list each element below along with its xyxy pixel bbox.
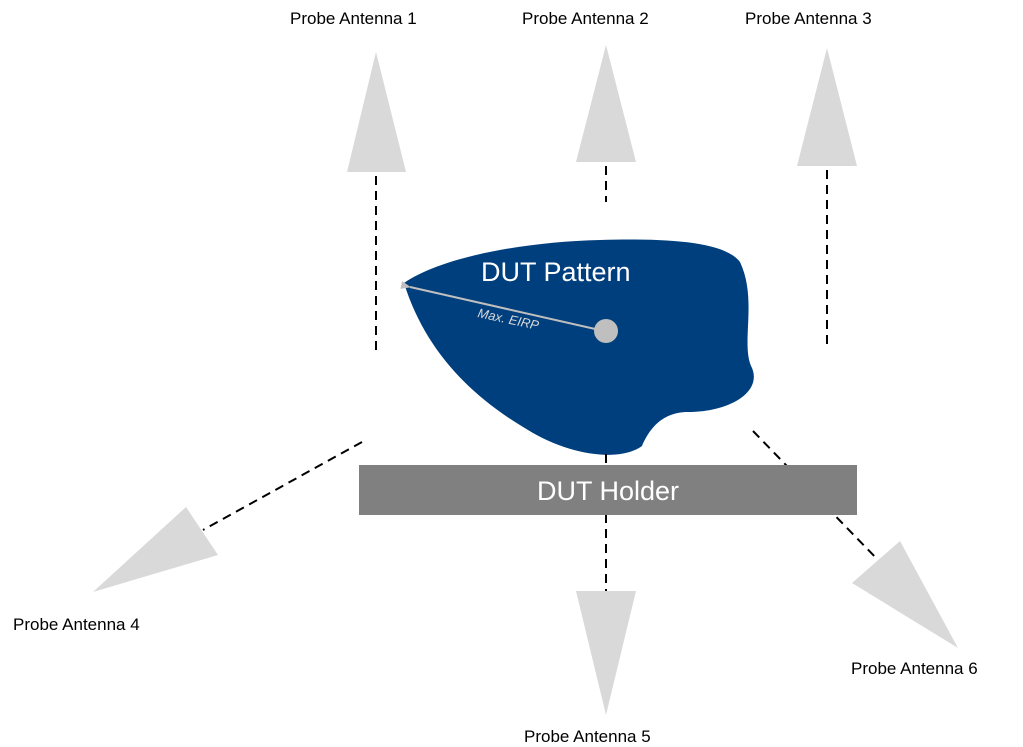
dut-holder — [359, 465, 857, 515]
probe-4-antenna — [93, 507, 218, 592]
probe-5-antenna — [576, 591, 636, 715]
dut-holder-label: DUT Holder — [537, 476, 679, 506]
dut-pattern-shape — [404, 239, 754, 455]
probe-4-path — [202, 441, 363, 531]
probe-5-label: Probe Antenna 5 — [524, 727, 651, 746]
probe-4-label: Probe Antenna 4 — [13, 615, 140, 634]
max-eirp-arrow — [400, 281, 605, 332]
probe-3-antenna — [797, 48, 857, 166]
probe-1-antenna — [347, 52, 406, 172]
dut-pattern-title: DUT Pattern — [481, 257, 631, 287]
dut-center-dot — [594, 319, 618, 343]
probe-6-antenna — [852, 541, 958, 648]
probe-1-label: Probe Antenna 1 — [290, 9, 417, 28]
probe-6-label: Probe Antenna 6 — [851, 659, 978, 678]
probe-3-label: Probe Antenna 3 — [745, 9, 872, 28]
probe-2-antenna — [576, 45, 636, 162]
probe-2-label: Probe Antenna 2 — [522, 9, 649, 28]
